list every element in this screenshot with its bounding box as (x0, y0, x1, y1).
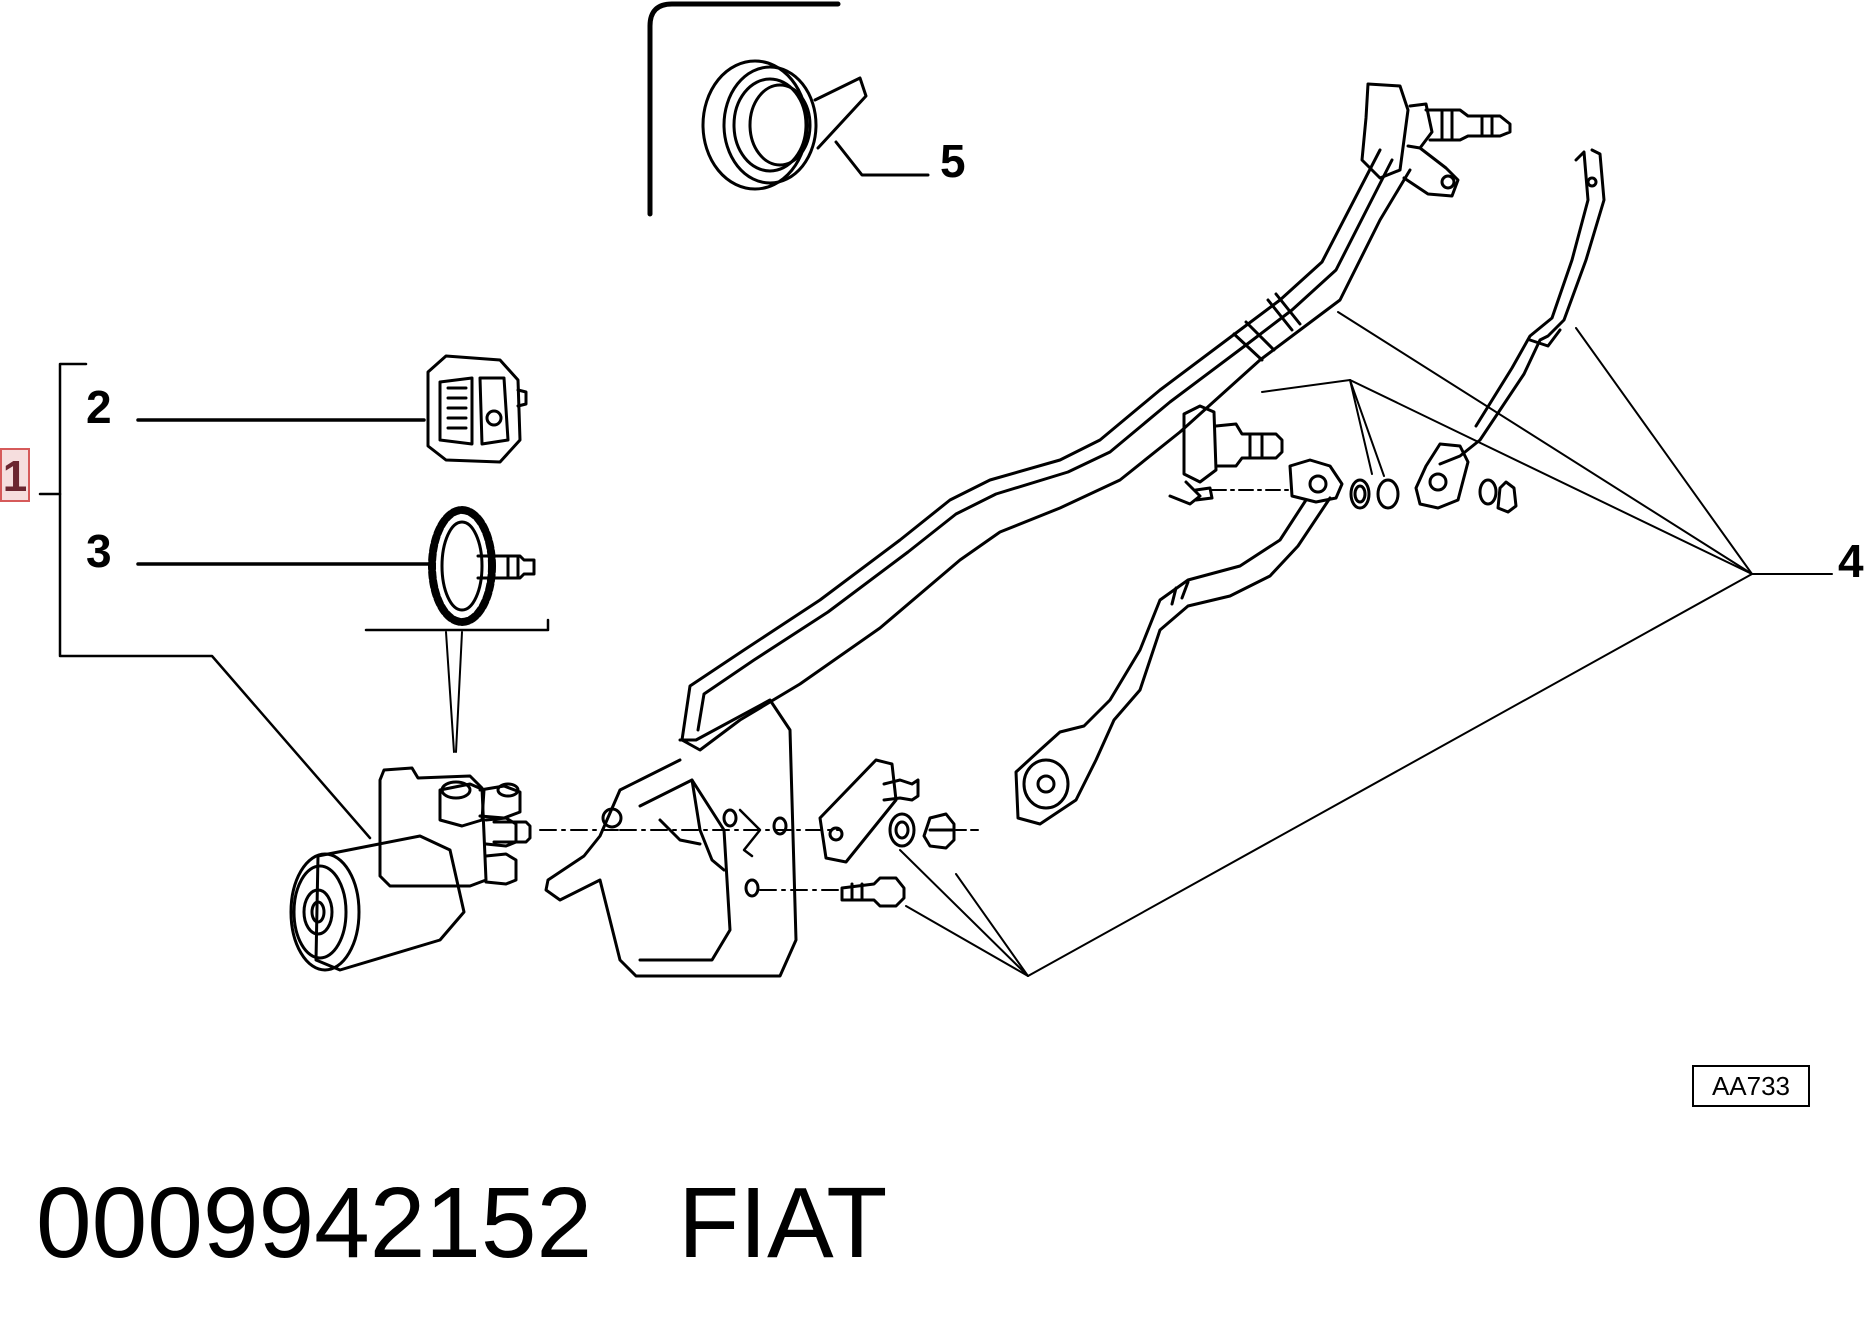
diagram-reference-code: AA733 (1692, 1065, 1810, 1107)
callout-2[interactable]: 2 (86, 381, 112, 433)
part-caption: 0009942152 FIAT (36, 1168, 887, 1278)
callout-5[interactable]: 5 (940, 135, 966, 187)
wiper-linkage-frame (544, 82, 1512, 978)
wiper-motor (289, 766, 621, 972)
callout-4[interactable]: 4 (1838, 535, 1864, 587)
part-5-grommet (647, 1, 930, 217)
part-3-gear (136, 506, 550, 753)
wiper-link-arm (1014, 148, 1606, 826)
part-number: 0009942152 (36, 1167, 593, 1279)
callout-3[interactable]: 3 (86, 525, 112, 577)
group-bracket (38, 362, 372, 840)
mounting-hardware (818, 758, 979, 908)
callout-1-highlighted[interactable]: 1 (0, 448, 30, 502)
leader-lines-part-4 (899, 311, 1833, 977)
brand-name: FIAT (678, 1167, 888, 1279)
part-2-connector (136, 354, 528, 464)
